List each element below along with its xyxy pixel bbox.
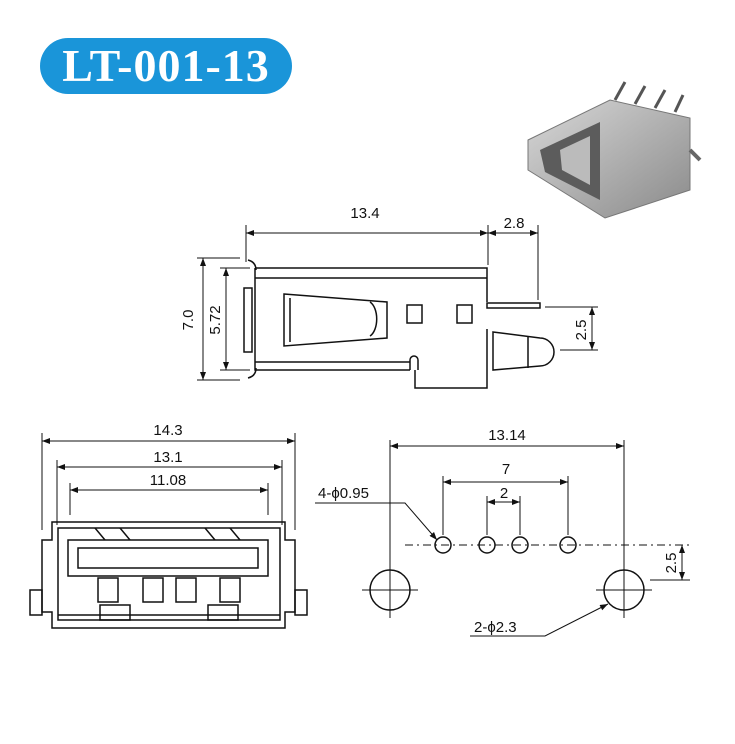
dim-pin-offset: 2.5 [573, 320, 590, 341]
dim-pin-pitch: 2 [500, 485, 508, 502]
dim-span: 13.14 [488, 427, 526, 444]
dim-length: 13.4 [350, 205, 379, 222]
dim-pin-ext: 2.8 [504, 215, 525, 232]
label-mount-hole: 2-ϕ2.3 [474, 619, 517, 636]
pcb-footprint: 13.14 7 2 4-ϕ0.95 2-ϕ2.3 2.5 [315, 427, 690, 637]
dim-mid-width: 13.1 [153, 449, 182, 466]
dim-inner-height: 5.72 [207, 305, 224, 334]
dim-pin-span: 7 [502, 461, 510, 478]
dim-row-offset: 2.5 [663, 553, 680, 574]
dim-port-width: 11.08 [150, 472, 186, 489]
product-photo [527, 81, 702, 219]
front-view: 14.3 13.1 11.08 [29, 422, 308, 629]
label-pin-hole: 4-ϕ0.95 [318, 485, 369, 502]
dim-outer-width: 14.3 [153, 422, 182, 439]
side-view: 13.4 2.8 2.5 7.0 5.72 [180, 205, 598, 389]
dim-height: 7.0 [180, 310, 197, 331]
model-title-badge: LT-001-13 [40, 38, 292, 94]
